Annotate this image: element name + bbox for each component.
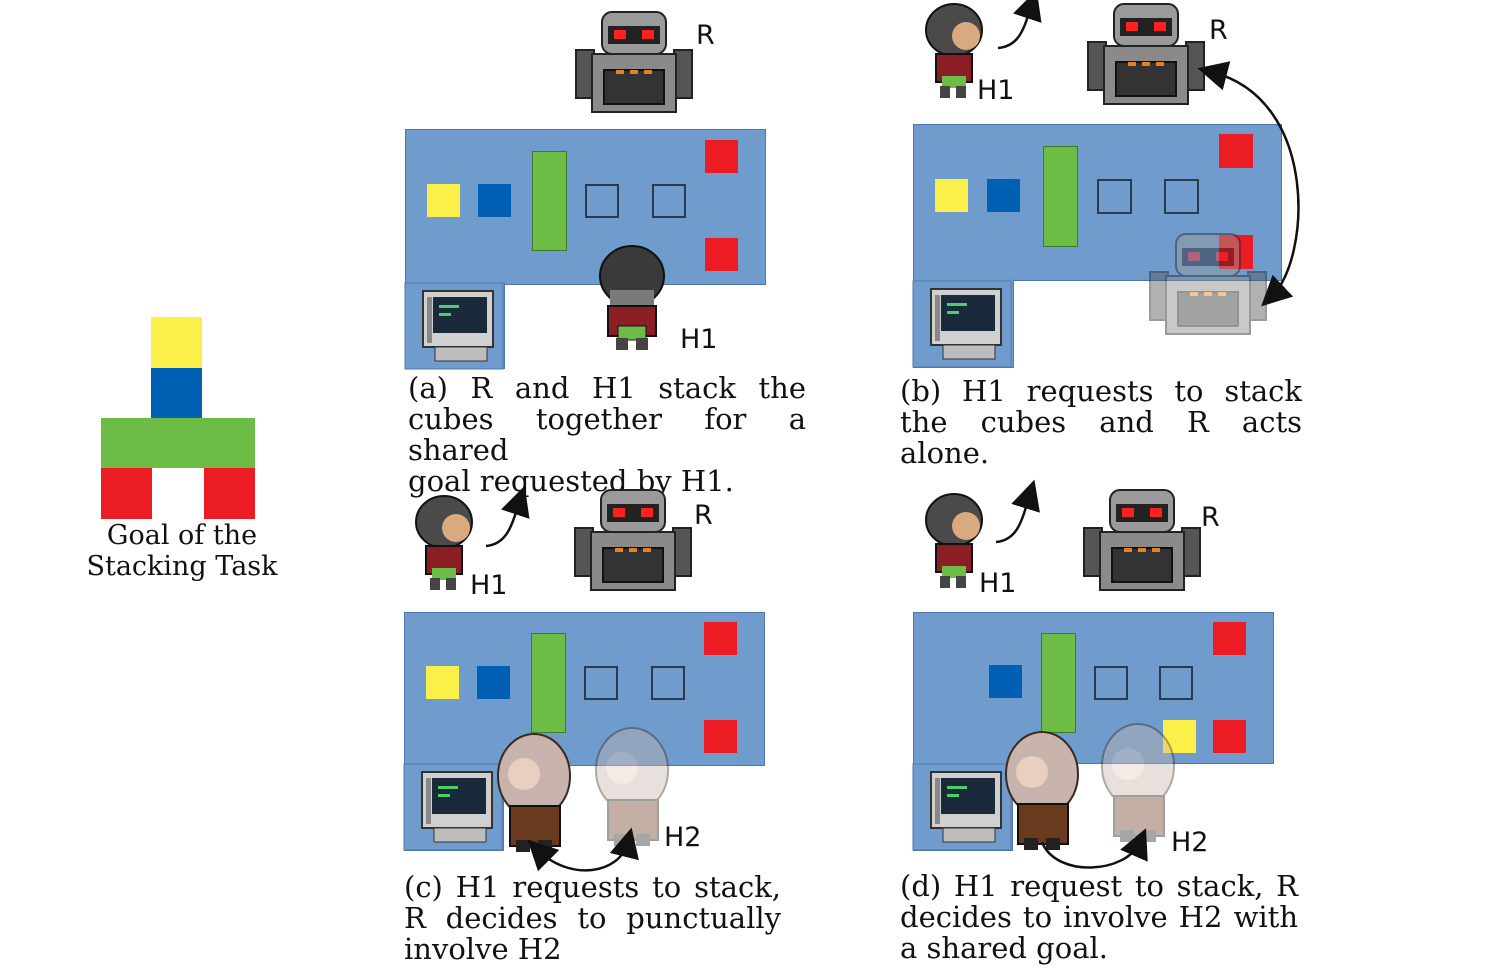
green-bar xyxy=(1041,633,1076,733)
curved-arrow-icon xyxy=(997,0,1042,50)
empty-slot xyxy=(1159,666,1193,700)
green-bar xyxy=(1043,146,1078,247)
yellow-cube xyxy=(427,184,460,217)
red-cube xyxy=(1213,720,1246,753)
goal-green-bar xyxy=(101,418,255,468)
robot-icon xyxy=(1087,3,1205,105)
curved-arrow-icon xyxy=(485,485,530,548)
empty-slot xyxy=(652,184,686,218)
goal-caption-line2: Stacking Task xyxy=(86,551,278,582)
human1-label: H1 xyxy=(979,568,1017,599)
red-cube xyxy=(704,622,737,655)
red-cube xyxy=(705,140,738,173)
caption-d: (d) H1 request to stack, R decides to in… xyxy=(900,871,1298,964)
caption-line: decides to involve H2 with xyxy=(900,900,1298,934)
empty-slot xyxy=(584,666,618,700)
human-icon xyxy=(599,245,665,351)
robot-label: R xyxy=(1209,15,1228,46)
empty-slot xyxy=(651,666,685,700)
computer-terminal-icon xyxy=(912,763,1012,851)
goal-yellow-cube xyxy=(151,317,202,368)
caption-line: cubes together for a shared xyxy=(408,402,806,467)
curved-arrow-icon xyxy=(995,479,1040,544)
robot-icon xyxy=(574,489,692,591)
empty-slot xyxy=(585,184,619,218)
yellow-cube xyxy=(935,179,968,212)
caption-line: (b) H1 requests to stack xyxy=(900,374,1302,408)
curved-arrow-icon xyxy=(1040,828,1148,869)
double-arrow-icon xyxy=(527,827,639,872)
blue-cube xyxy=(478,184,511,217)
robot-label: R xyxy=(696,20,715,51)
blue-cube xyxy=(989,665,1022,698)
computer-terminal-icon xyxy=(404,282,504,370)
human1-label: H1 xyxy=(977,75,1015,106)
blue-cube xyxy=(477,666,510,699)
robot-label: R xyxy=(1201,502,1220,533)
red-cube xyxy=(704,720,737,753)
caption-line: (d) H1 request to stack, R xyxy=(900,869,1298,903)
robot-icon xyxy=(1083,489,1201,591)
caption-line: goal requested by H1. xyxy=(408,464,734,498)
computer-terminal-icon xyxy=(403,763,503,851)
goal-blue-cube xyxy=(151,368,202,418)
caption-line: (a) R and H1 stack the xyxy=(408,371,806,405)
goal-red-cube-left xyxy=(101,468,152,519)
robot-icon xyxy=(575,11,693,113)
human2-label: H2 xyxy=(664,822,702,853)
human1-label: H1 xyxy=(680,324,718,355)
caption-line: R decides to punctually xyxy=(404,901,781,935)
caption-line: a shared goal. xyxy=(900,931,1108,965)
caption-b: (b) H1 requests to stack the cubes and R… xyxy=(900,376,1302,469)
caption-line: involve H2 xyxy=(404,932,562,966)
human1-label: H1 xyxy=(470,570,508,601)
green-bar xyxy=(531,633,566,733)
caption-a: (a) R and H1 stack the cubes together fo… xyxy=(408,373,806,497)
empty-slot xyxy=(1097,179,1132,214)
goal-caption: Goal of the Stacking Task xyxy=(62,520,302,582)
goal-caption-line1: Goal of the xyxy=(106,520,258,551)
red-cube xyxy=(705,238,738,271)
blue-cube xyxy=(987,179,1020,212)
yellow-cube xyxy=(426,666,459,699)
computer-terminal-icon xyxy=(912,280,1012,368)
caption-line: (c) H1 requests to stack, xyxy=(404,870,781,904)
double-arrow-icon xyxy=(1197,61,1300,307)
robot-label: R xyxy=(694,500,713,531)
caption-c: (c) H1 requests to stack, R decides to p… xyxy=(404,872,781,965)
green-bar xyxy=(532,151,567,251)
caption-line: the cubes and R acts alone. xyxy=(900,405,1302,470)
empty-slot xyxy=(1094,666,1128,700)
goal-red-cube-right xyxy=(204,468,255,519)
empty-slot xyxy=(1164,179,1199,214)
human2-ghost-icon xyxy=(1101,723,1175,843)
human2-label: H2 xyxy=(1171,827,1209,858)
red-cube xyxy=(1213,622,1246,655)
